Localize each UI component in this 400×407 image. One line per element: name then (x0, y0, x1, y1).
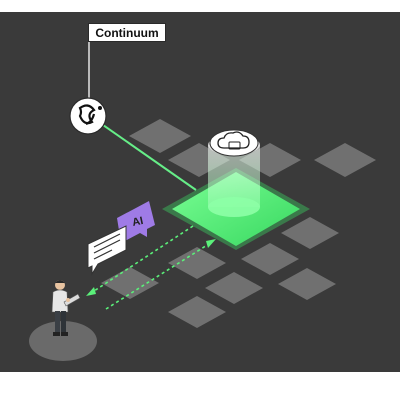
cloud-database-icon (209, 129, 259, 157)
tile (278, 268, 336, 300)
continuum-label: Continuum (88, 23, 166, 42)
dashed-arrow-to-user (90, 225, 194, 294)
tile (129, 119, 191, 153)
connector-line-to-platform (92, 117, 197, 191)
tile (168, 247, 226, 279)
tile (281, 217, 339, 249)
tile (168, 296, 226, 328)
dashed-arrows (90, 225, 213, 310)
tile (314, 143, 376, 177)
ai-bubble-text: AI (131, 215, 144, 229)
arrowhead-left (86, 287, 96, 296)
tile (101, 267, 159, 299)
user-platform (29, 321, 97, 361)
arrowhead-right (206, 239, 216, 248)
dashed-arrow-to-platform (105, 241, 213, 310)
chat-bubble-icon (87, 225, 127, 276)
tile (241, 243, 299, 275)
person-with-laptop-icon (51, 280, 81, 336)
continuum-logo-icon (69, 97, 107, 135)
tile (205, 272, 263, 304)
